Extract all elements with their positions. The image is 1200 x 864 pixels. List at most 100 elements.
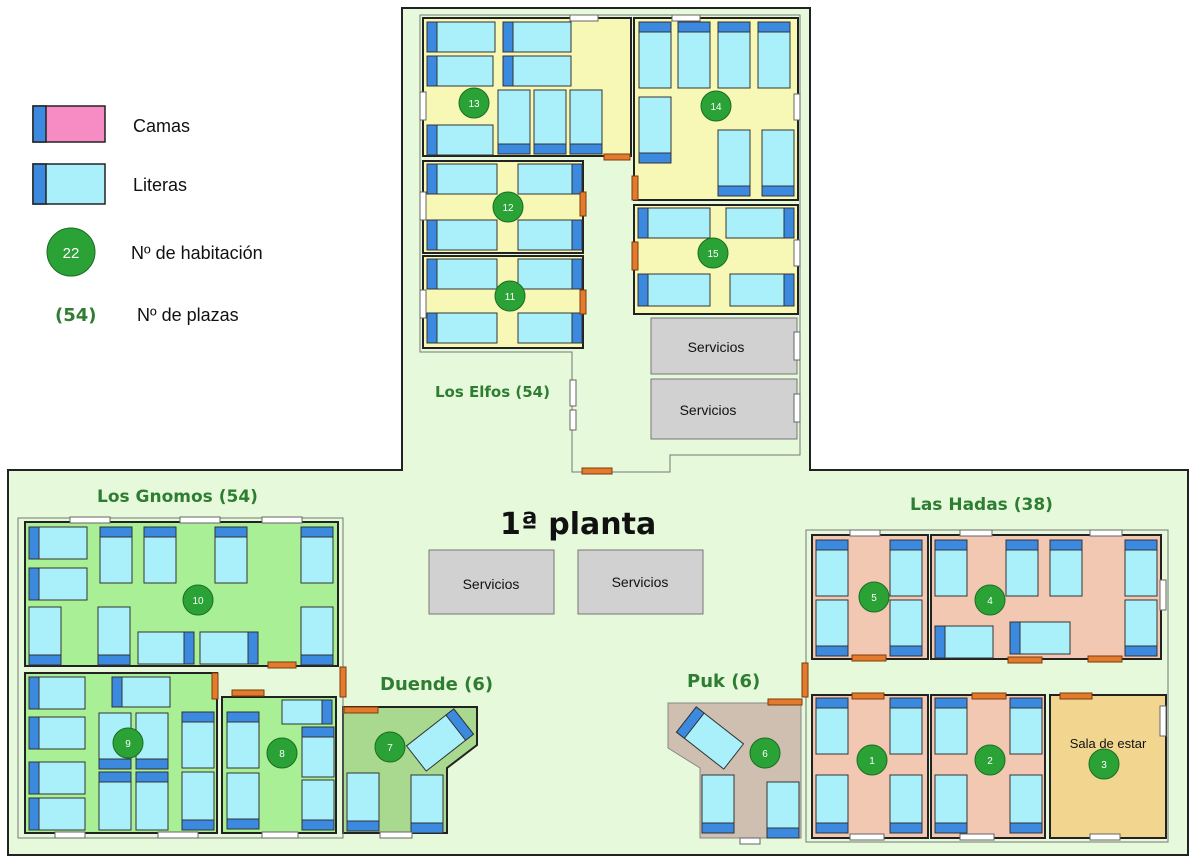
room-marker: 13 [458, 87, 490, 119]
floor-title: 1ª planta [500, 507, 656, 542]
door [603, 153, 631, 161]
bunk-bed [517, 258, 583, 290]
window [69, 516, 111, 524]
door [579, 191, 587, 217]
room-marker: 1 [856, 744, 888, 776]
room-number: 2 [987, 756, 993, 767]
bunk-bed [1124, 539, 1158, 597]
room-number: 10 [192, 596, 204, 607]
doors [54, 14, 1167, 845]
window [261, 516, 303, 524]
window [179, 516, 221, 524]
bunk-bed [405, 708, 475, 772]
bunk-bed [301, 726, 335, 778]
door [339, 666, 347, 698]
service-label: Servicios [680, 402, 737, 418]
bunk-bed [934, 625, 994, 659]
bunk-bed [1009, 621, 1071, 655]
room-marker: 11 [494, 280, 526, 312]
bunks [28, 21, 1158, 839]
room-number: 7 [387, 743, 393, 754]
bunk-bed [638, 96, 672, 164]
bunk-bed [98, 771, 132, 831]
bunk-bed [135, 771, 169, 831]
window [793, 393, 801, 423]
service-label: Servicios [612, 574, 669, 590]
bunk-bed [497, 89, 531, 155]
bunk-bed [199, 631, 259, 665]
room-marker: 15 [697, 237, 729, 269]
room-marker: 7 [374, 731, 406, 763]
room-number: 6 [762, 749, 768, 760]
bunk-bed [701, 774, 735, 834]
bunk-bed [181, 771, 215, 831]
bunk-bed [729, 273, 795, 307]
window [419, 191, 427, 221]
bunk-bed [28, 676, 86, 710]
room-number: 8 [279, 749, 285, 760]
bunk-bed [426, 124, 494, 156]
legend-places-example: (54) [55, 305, 97, 326]
bunk-bed [143, 526, 177, 584]
legend-places-label: Nº de plazas [137, 305, 239, 325]
window [261, 831, 299, 839]
bunk-bed [761, 129, 795, 197]
bunk-bed [426, 219, 498, 251]
bunk-bed [757, 21, 791, 89]
room-marker: 6 [749, 737, 781, 769]
elfos-wing-outline [419, 14, 801, 473]
bunk-bed [677, 21, 711, 89]
door [971, 692, 1007, 700]
service-label: Servicios [463, 576, 520, 592]
bunk-bed [638, 21, 672, 89]
bunk-bed [1049, 539, 1083, 597]
window [959, 529, 993, 537]
bunk-bed [426, 312, 498, 344]
door [851, 692, 885, 700]
bunk-bed [815, 539, 849, 597]
door [631, 175, 639, 201]
bunk-bed [889, 599, 923, 657]
bunk-bed [214, 526, 248, 584]
room-number: 4 [987, 596, 993, 607]
window [1159, 705, 1167, 737]
door [211, 672, 219, 700]
bunk-bed [281, 699, 333, 725]
bunk-bed [426, 55, 494, 87]
room-marker: 10 [182, 584, 214, 616]
bunk-bed [934, 539, 968, 597]
door [1059, 692, 1093, 700]
door [1087, 655, 1123, 663]
bunk-bed [181, 711, 215, 769]
legend-beds-label: Camas [133, 116, 190, 136]
room-number: 14 [710, 102, 722, 113]
bunk-bed [502, 55, 572, 87]
bunk-bed [28, 797, 86, 831]
bunk-bed [28, 567, 88, 601]
bunk-bed [1009, 774, 1043, 834]
window [419, 91, 427, 121]
window [569, 379, 577, 407]
window [959, 833, 995, 841]
bunk-bed [28, 716, 86, 750]
bunk-bed [717, 21, 751, 89]
window [739, 837, 761, 845]
bunk-bed [766, 781, 800, 839]
bunk-bed [889, 539, 923, 597]
bunk-bed [637, 207, 711, 239]
window [793, 93, 801, 121]
room-number: 13 [468, 99, 480, 110]
room-marker: 12 [492, 191, 524, 223]
window [569, 14, 599, 22]
legend-bunks-label: Literas [133, 175, 187, 195]
bunk-bed [569, 89, 603, 155]
window [1089, 529, 1123, 537]
bunk-bed [28, 761, 86, 795]
window [569, 409, 577, 431]
bunk-bed [301, 779, 335, 831]
room-marker: 3 [1088, 748, 1120, 780]
bunk-bed [300, 606, 334, 666]
zone-label-puk: Puk (6) [687, 671, 760, 692]
door [267, 661, 297, 669]
